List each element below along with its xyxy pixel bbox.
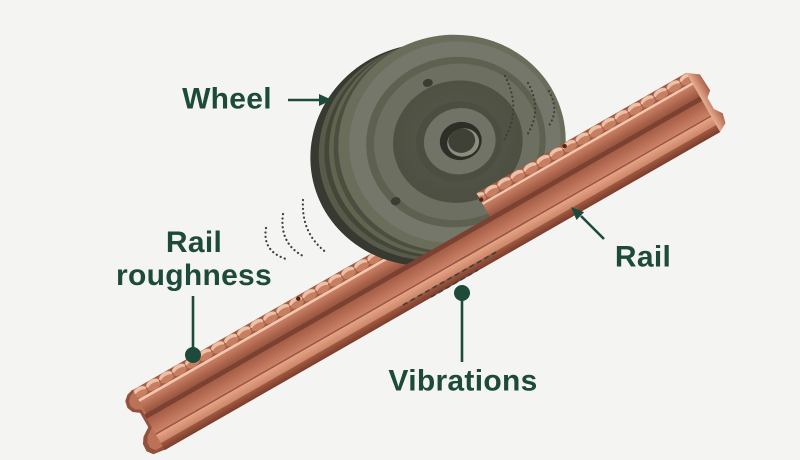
vibration-arcs-right	[502, 74, 556, 142]
wheel-arrowhead-icon	[319, 94, 332, 106]
vibrations-label: Vibrations	[388, 364, 538, 398]
wheel-label: Wheel	[182, 82, 272, 116]
rail-hole	[479, 197, 484, 202]
annotations	[185, 94, 605, 363]
wheel-bolt-hole	[422, 78, 433, 87]
rail-label: Rail	[614, 240, 672, 274]
rail-front	[144, 72, 726, 451]
vibration-dashed-lines	[402, 250, 499, 306]
vibration-arcs-left	[264, 198, 329, 261]
rail-roughness-dot	[185, 347, 201, 363]
rail-hole	[296, 296, 301, 301]
rail-arrowhead-icon	[571, 207, 585, 220]
wheel-bolt-hole	[390, 197, 401, 206]
rail-hole	[562, 143, 567, 149]
vibrations-dot	[454, 285, 470, 301]
rail-end-cap	[686, 72, 726, 132]
rail-roughness-label: Rail roughness	[115, 226, 273, 292]
rail-arrow	[580, 215, 605, 240]
